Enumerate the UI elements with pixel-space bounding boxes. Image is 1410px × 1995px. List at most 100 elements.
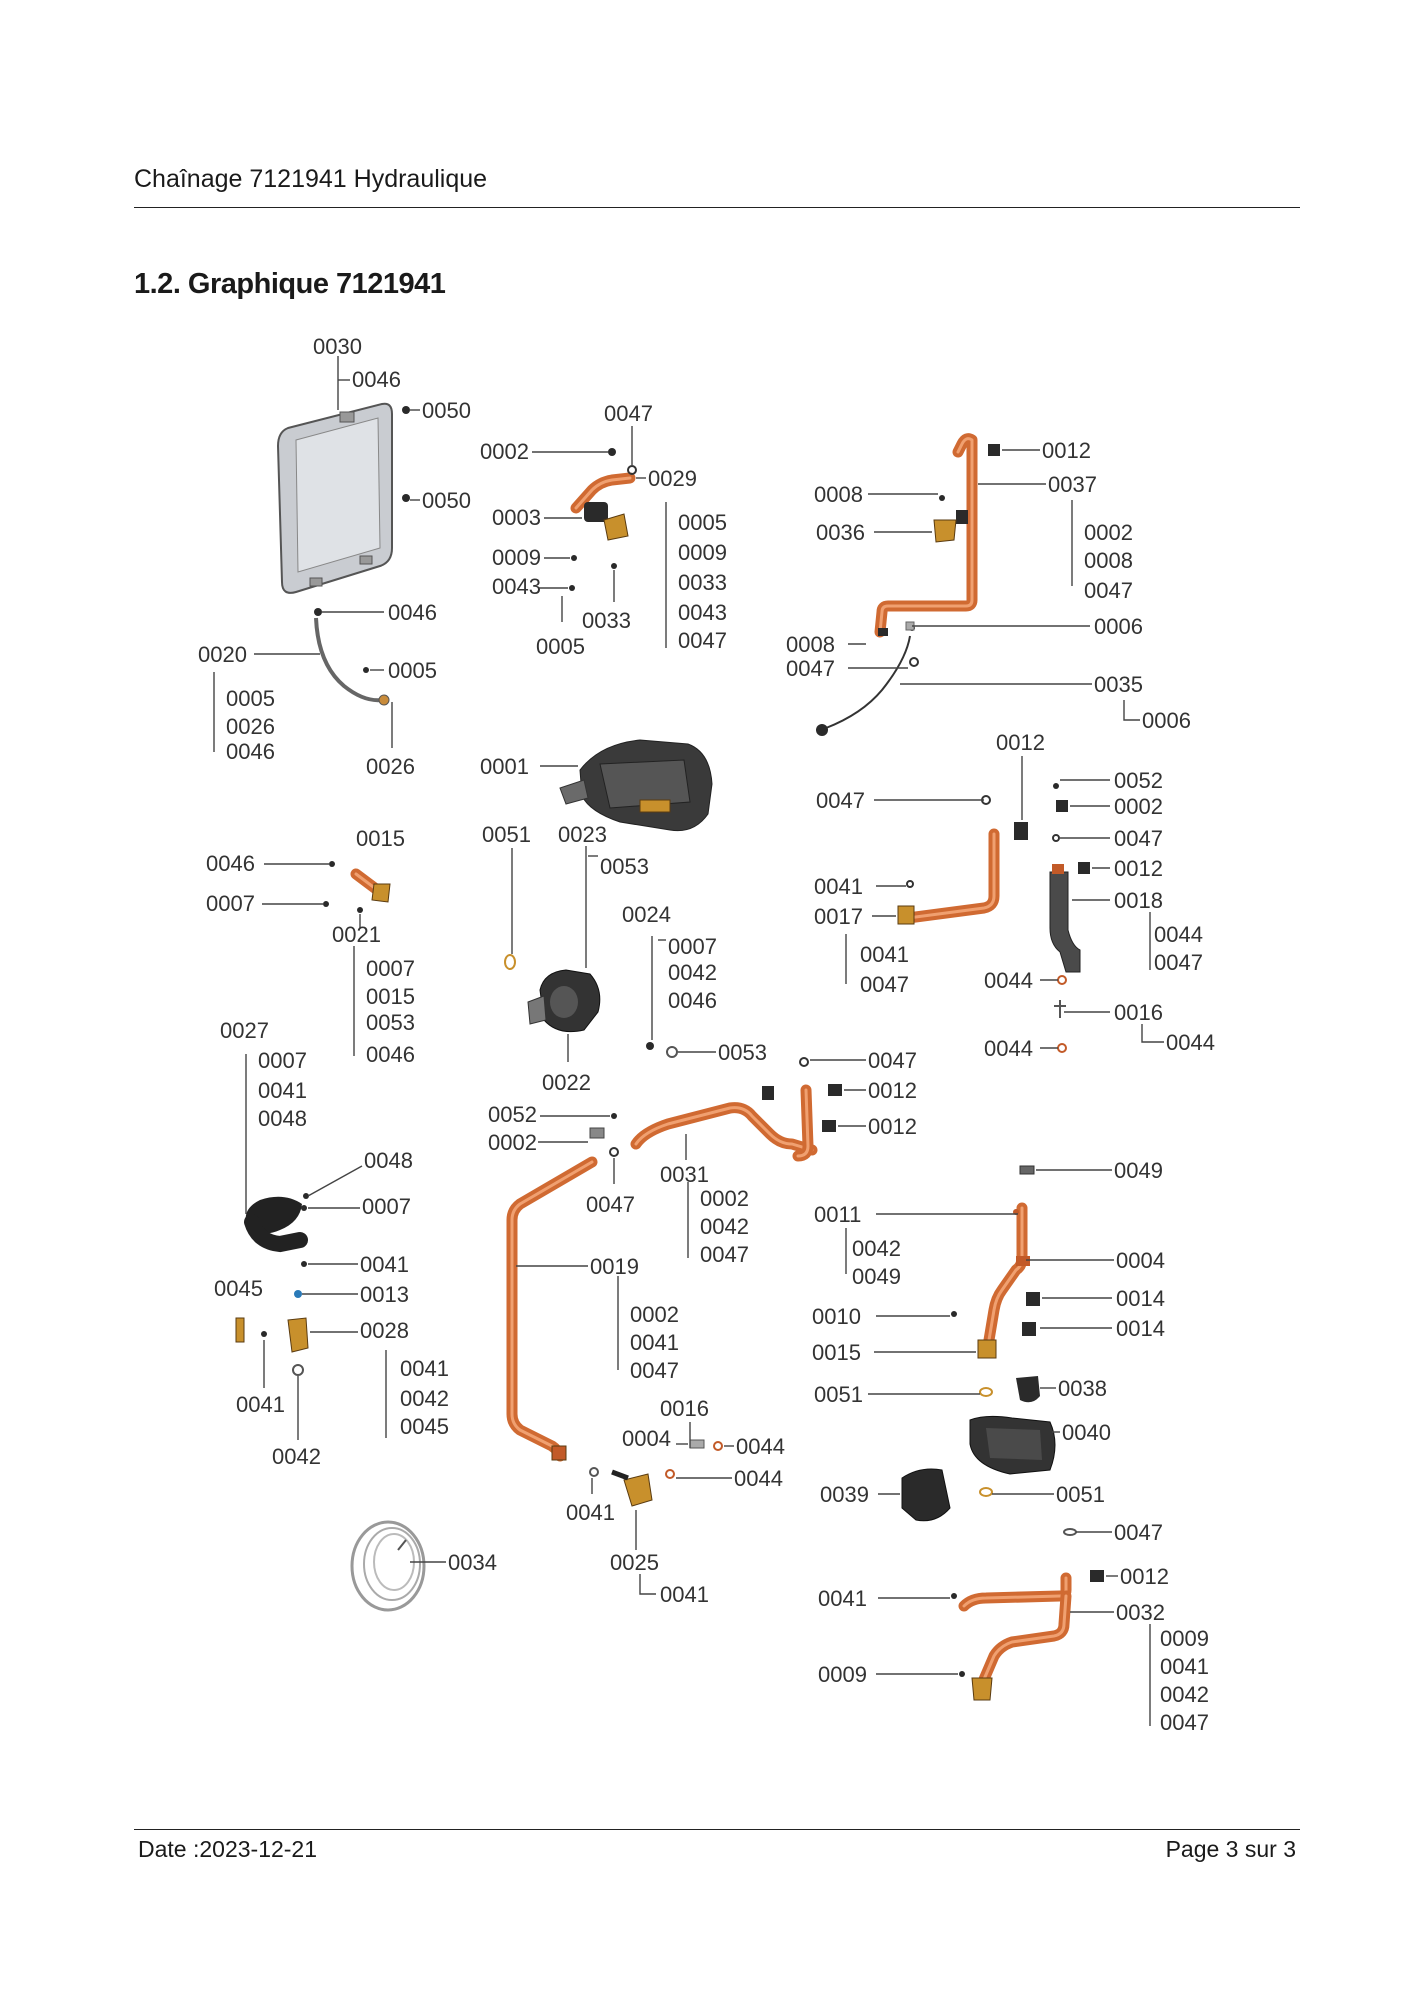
header-divider (134, 207, 1300, 208)
callout: 0047 (1114, 826, 1163, 851)
callout: 0049 (852, 1264, 901, 1289)
callout: 0052 (1114, 768, 1163, 793)
callout: 0012 (868, 1114, 917, 1139)
hose-0027-group: 0027 0007 0041 0048 0048 0007 0041 0013 … (214, 1018, 449, 1469)
callout: 0012 (1120, 1564, 1169, 1589)
callout: 0046 (226, 739, 275, 764)
callout: 0018 (1114, 888, 1163, 913)
callout: 0046 (668, 988, 717, 1013)
callout: 0024 (622, 902, 671, 927)
footer-divider (134, 1829, 1300, 1830)
callout: 0045 (400, 1414, 449, 1439)
callout: 0052 (488, 1102, 537, 1127)
callout: 0047 (586, 1192, 635, 1217)
callout: 0047 (1154, 950, 1203, 975)
callout: 0046 (388, 600, 437, 625)
callout: 0047 (868, 1048, 917, 1073)
callout: 0046 (366, 1042, 415, 1067)
callout: 0041 (236, 1392, 285, 1417)
callout: 0027 (220, 1018, 269, 1043)
callout: 0003 (492, 505, 541, 530)
callout: 0047 (700, 1242, 749, 1267)
callout: 0029 (648, 466, 697, 491)
callout: 0041 (818, 1586, 867, 1611)
callout: 0015 (366, 984, 415, 1009)
callout: 0009 (678, 540, 727, 565)
callout: 0044 (984, 1036, 1033, 1061)
callout: 0014 (1116, 1286, 1165, 1311)
callout: 0041 (1160, 1654, 1209, 1679)
callout: 0033 (678, 570, 727, 595)
callout: 0049 (1114, 1158, 1163, 1183)
callout: 0035 (1094, 672, 1143, 697)
header-title: Chaînage 7121941 Hydraulique (134, 165, 488, 193)
callout: 0002 (1084, 520, 1133, 545)
pipe-0017-0018-group: 0012 0052 0047 0002 0047 0012 0041 0017 … (814, 730, 1215, 1061)
callout: 0006 (1142, 708, 1191, 733)
pipe-0004-group: 0049 0011 0042 0049 0004 0014 0014 0010 … (812, 1158, 1165, 1545)
callout: 0008 (814, 482, 863, 507)
callout: 0047 (678, 628, 727, 653)
callout: 0036 (816, 520, 865, 545)
callout: 0005 (536, 634, 585, 659)
callout: 0008 (786, 632, 835, 657)
callout: 0047 (1114, 1520, 1163, 1545)
callout: 0044 (1166, 1030, 1215, 1055)
callout: 0009 (492, 545, 541, 570)
callout: 0006 (1094, 614, 1143, 639)
elbow-0015-group: 0015 0046 0007 0021 0007 0015 0053 0046 (206, 826, 415, 1067)
callout: 0011 (814, 1202, 861, 1227)
callout: 0010 (812, 1304, 861, 1329)
callout: 0016 (660, 1396, 709, 1421)
callout: 0023 (558, 822, 607, 847)
callout: 0016 (1114, 1000, 1163, 1025)
pump-motor-0039 (901, 1468, 951, 1522)
callout: 0050 (422, 398, 471, 423)
callout: 0015 (812, 1340, 861, 1365)
callout: 0041 (660, 1582, 709, 1607)
callout: 0015 (356, 826, 405, 851)
callout: 0047 (604, 401, 653, 426)
callout: 0043 (492, 574, 541, 599)
callout: 0007 (668, 934, 717, 959)
exchanger-pump-group: 0001 0051 0023 0053 0024 0007 0042 0046 … (480, 739, 767, 1095)
callout: 0038 (1058, 1376, 1107, 1401)
callout: 0048 (258, 1106, 307, 1131)
callout: 0028 (360, 1318, 409, 1343)
callout: 0008 (1084, 548, 1133, 573)
callout: 0014 (1116, 1316, 1165, 1341)
expansion-vessel-group: 0030 0046 0050 0050 0046 0020 0005 0026 … (198, 334, 471, 779)
pipe-0019-group: 0019 0002 0041 0047 (506, 1156, 679, 1462)
callout: 0041 (860, 942, 909, 967)
callout: 0044 (736, 1434, 785, 1459)
callout: 0004 (1116, 1248, 1165, 1273)
callout: 0047 (816, 788, 865, 813)
callout: 0041 (360, 1252, 409, 1277)
footer-date: Date :2023-12-21 (138, 1836, 318, 1862)
callout: 0041 (630, 1330, 679, 1355)
callout: 0044 (734, 1466, 783, 1491)
callout: 0051 (814, 1382, 863, 1407)
callout: 0046 (206, 851, 255, 876)
callout: 0041 (400, 1356, 449, 1381)
footer-page-number: Page 3 sur 3 (1165, 1836, 1296, 1862)
pipe-0029-group: 0047 0002 0029 0003 0005 0009 0033 0043 … (480, 401, 727, 659)
callout: 0019 (590, 1254, 639, 1279)
callout: 0002 (488, 1130, 537, 1155)
callout: 0026 (226, 714, 275, 739)
callout: 0009 (818, 1662, 867, 1687)
callout: 0044 (1154, 922, 1203, 947)
callout: 0005 (678, 510, 727, 535)
callout: 0005 (226, 686, 275, 711)
callout: 0034 (448, 1550, 497, 1575)
callout: 0045 (214, 1276, 263, 1301)
callout: 0021 (332, 922, 381, 947)
callout: 0043 (678, 600, 727, 625)
callout: 0048 (364, 1148, 413, 1173)
callout: 0005 (388, 658, 437, 683)
callout: 0031 (660, 1162, 709, 1187)
callout: 0012 (996, 730, 1045, 755)
callout: 0030 (313, 334, 362, 359)
callout: 0002 (1114, 794, 1163, 819)
